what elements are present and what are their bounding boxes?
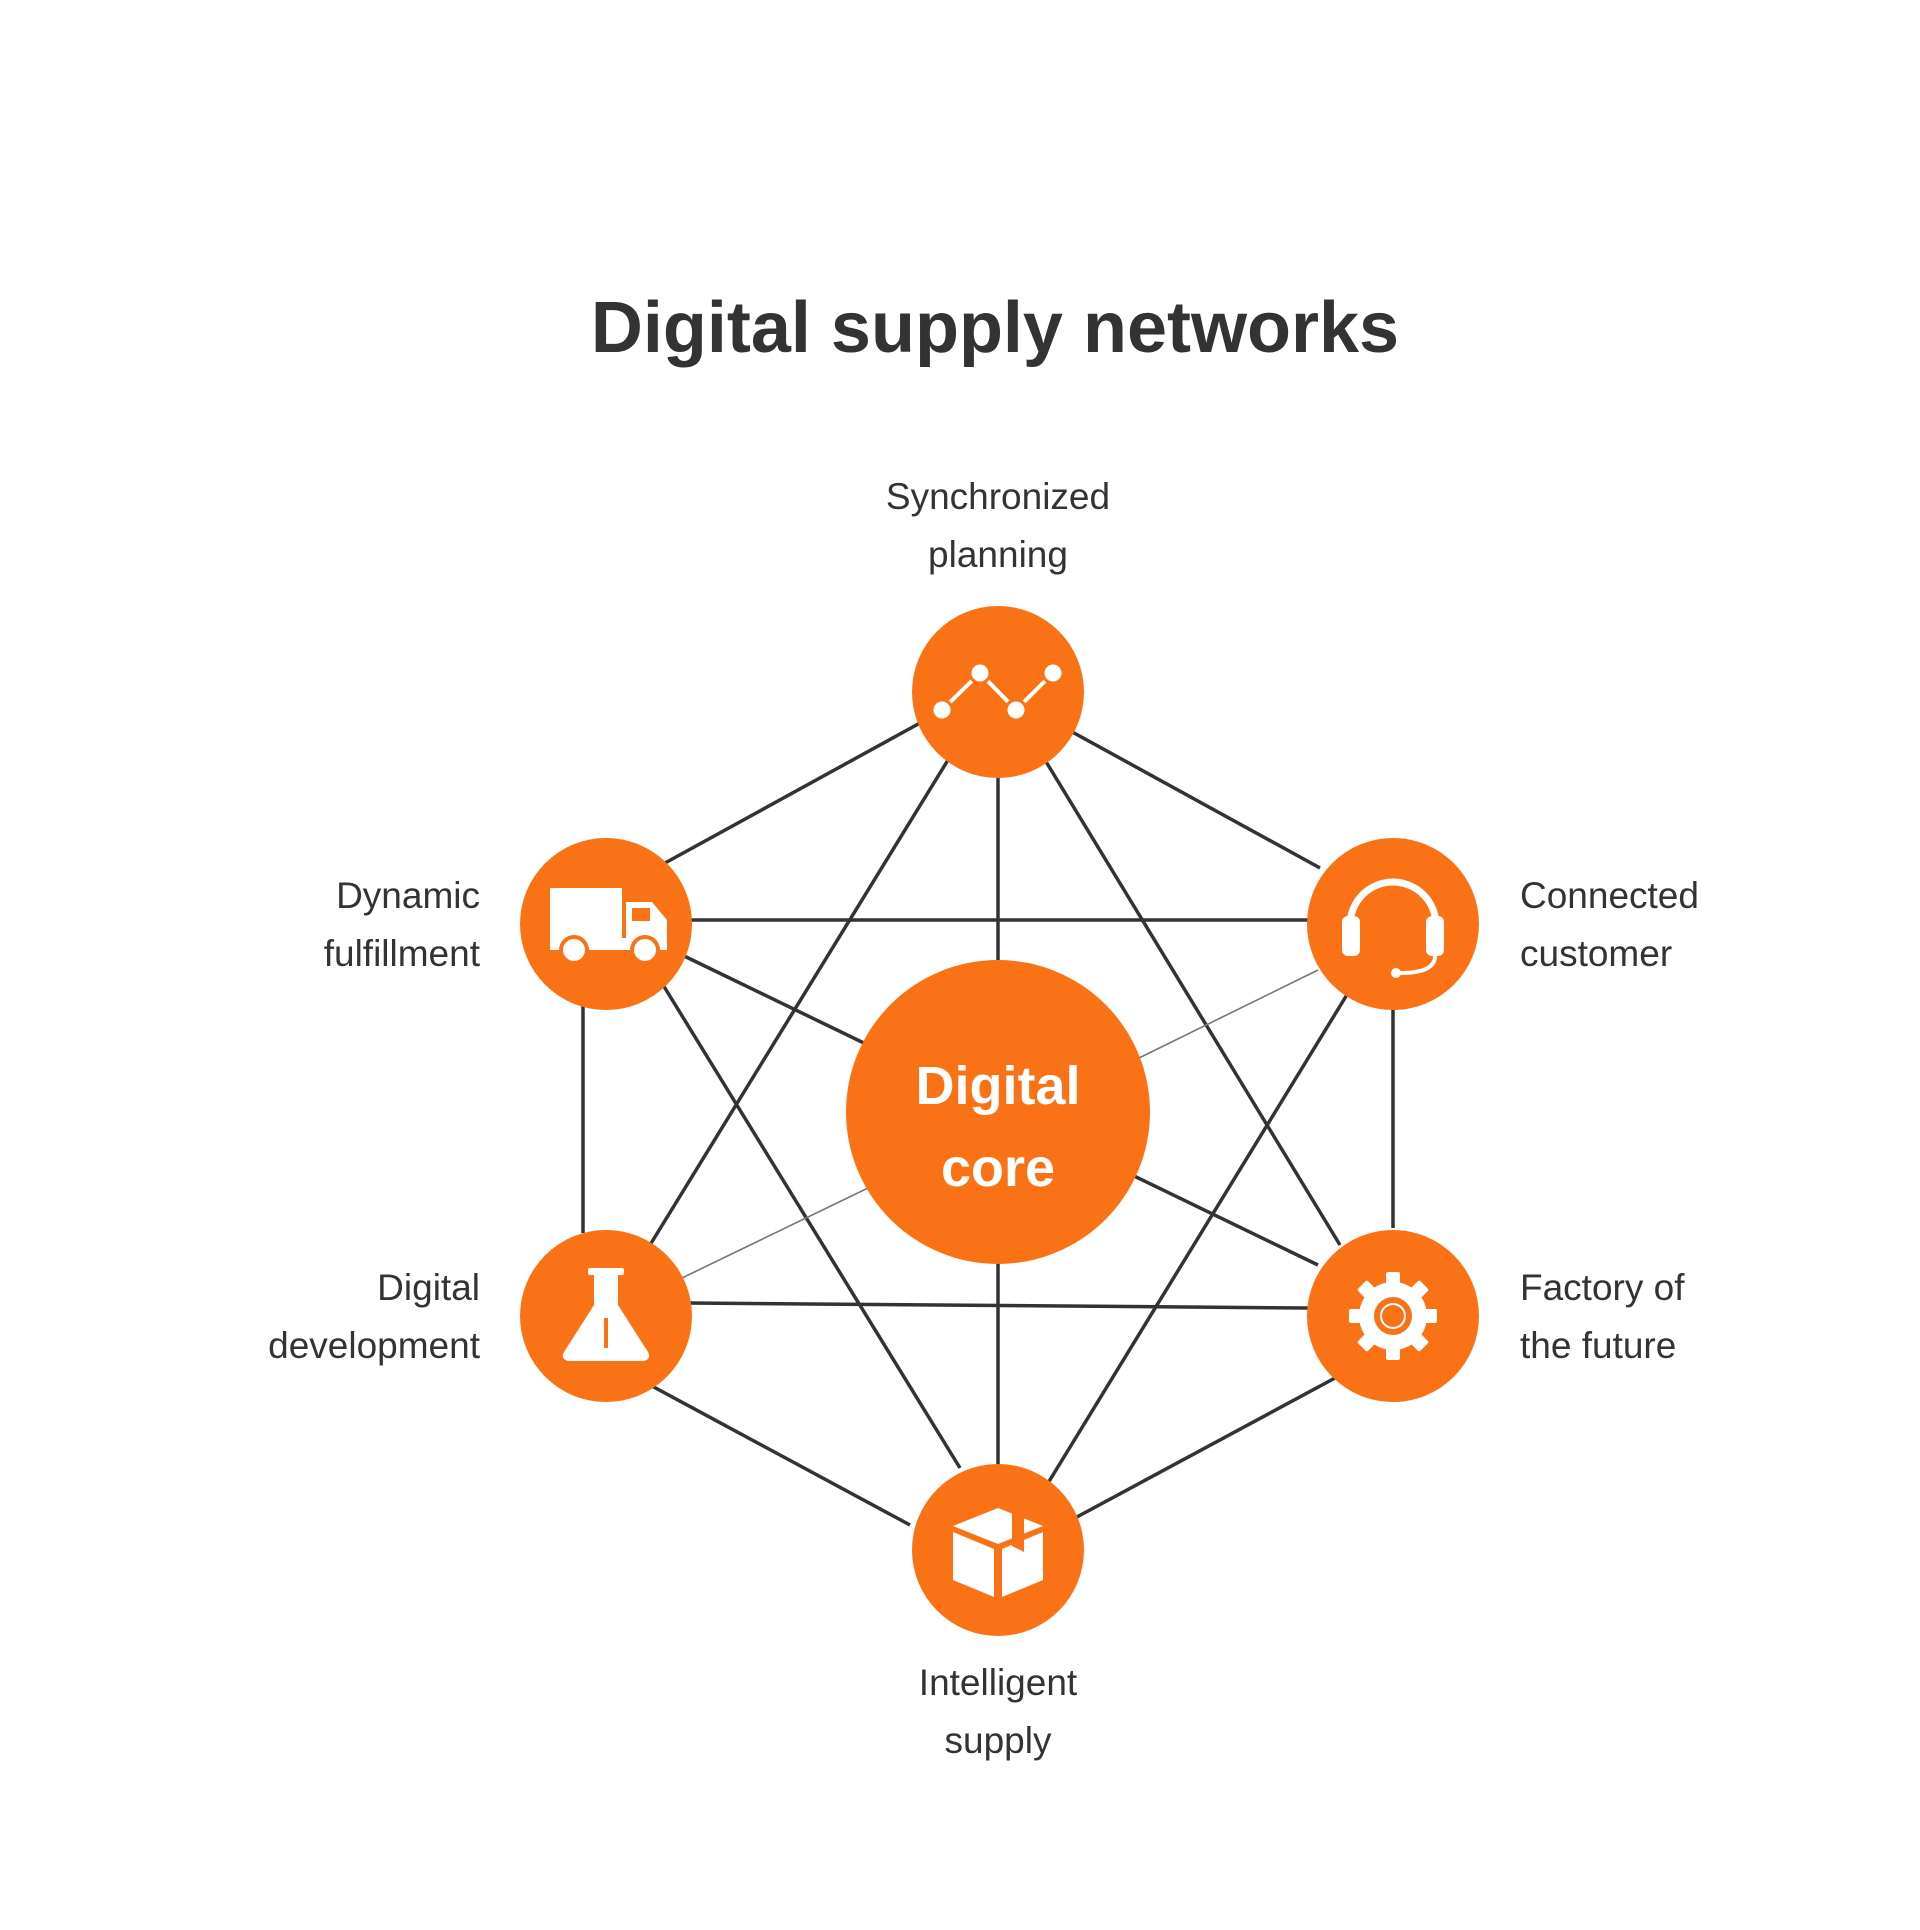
node-digital-development: Digital development [268,1230,692,1402]
node-intelligent-supply: Intelligent supply [912,1464,1084,1761]
box-icon [953,1508,1043,1597]
node-dynamic-fulfillment: Dynamic fulfillment [324,838,692,1010]
network-edges [581,721,1395,1527]
node-label-line1: Digital [377,1267,480,1308]
node-label-line2: the future [1520,1325,1676,1366]
core-label-line1: Digital [915,1056,1080,1116]
node-synchronized-planning: Synchronized planning [886,476,1110,778]
core-label-line2: core [941,1138,1055,1198]
node-label-line1: Dynamic [336,875,480,916]
node-circle [1307,838,1479,1010]
edge-customer-supply [1043,992,1350,1489]
edge-core-factory [1131,1173,1319,1267]
edge-customer-core [1134,969,1319,1061]
node-connected-customer: Connected customer [1307,838,1699,1010]
edge-fulfillment-core [681,953,869,1047]
edge-fulfillment-supply [658,979,962,1469]
node-label-line2: supply [945,1720,1052,1761]
gear-icon [1349,1272,1437,1360]
node-label-line1: Connected [1520,875,1699,916]
node-label-line1: Synchronized [886,476,1110,517]
node-label-line2: customer [1520,933,1672,974]
edge-planning-customer [1064,726,1321,870]
diagram-title: Digital supply networks [591,288,1399,368]
edge-planning-development [648,759,950,1246]
headset-icon [1342,878,1444,978]
digital-core: Digital core [846,960,1150,1264]
edge-fulfillment-planning [664,721,921,865]
edge-planning-factory [1043,759,1342,1246]
edge-supply-development [649,1383,911,1527]
node-label-line2: development [268,1325,481,1366]
flask-icon [562,1268,650,1361]
core-circle [846,960,1150,1264]
line-chart-icon [930,661,1065,722]
node-label-line2: fulfillment [324,933,481,974]
edge-factory-supply [1074,1376,1336,1520]
edge-core-development [681,1187,869,1279]
node-label-line1: Intelligent [919,1662,1078,1703]
node-label-line2: planning [928,534,1068,575]
node-circle [912,1464,1084,1636]
truck-icon [550,888,667,965]
node-label-line1: Factory of [1520,1267,1685,1308]
node-factory-of-the-future: Factory of the future [1307,1230,1685,1402]
